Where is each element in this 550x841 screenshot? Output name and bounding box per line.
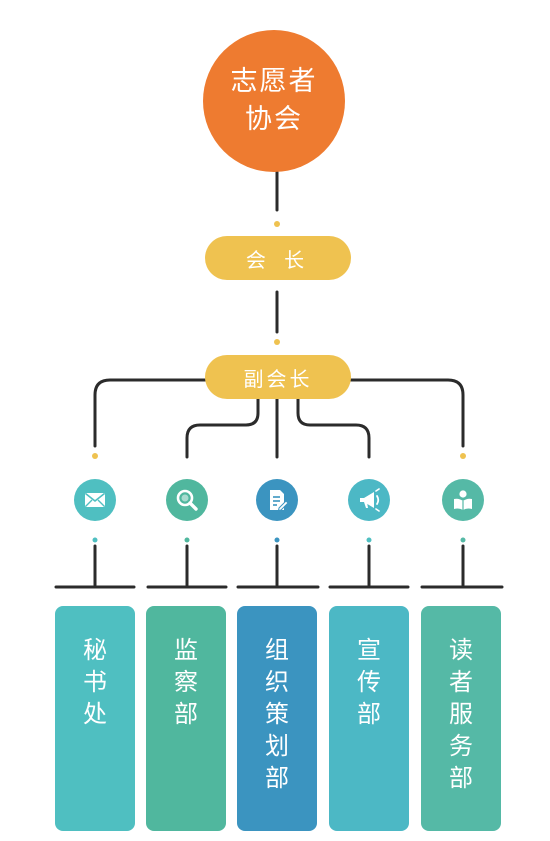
root-label-line1: 志愿者	[230, 66, 318, 97]
connector-vice-dept1	[93, 378, 207, 448]
root-node: 志愿者 协会	[203, 30, 345, 172]
department-label: 监察部	[174, 636, 198, 728]
vice-president-node: 副会长	[205, 355, 351, 399]
envelope-icon	[74, 479, 116, 521]
vice-president-label: 副会长	[243, 366, 313, 391]
department-supervision: 监察部	[146, 606, 226, 831]
department-label: 读者服务部	[449, 636, 473, 792]
department-secretariat: 秘书处	[55, 606, 135, 831]
department-label: 组织策划部	[265, 636, 289, 792]
root-label-line2: 协会	[245, 104, 303, 135]
connector-vice-dept5	[349, 378, 465, 448]
icon-dots	[92, 537, 466, 543]
department-publicity: 宣传部	[329, 606, 409, 831]
connector-vice-dept4	[296, 397, 371, 459]
department-planning: 组织策划部	[237, 606, 317, 831]
department-label: 宣传部	[357, 636, 381, 728]
connector-dots	[92, 221, 466, 459]
reader-icon	[442, 479, 484, 521]
department-reader-service: 读者服务部	[421, 606, 501, 831]
magnifier-icon	[166, 479, 208, 521]
megaphone-icon	[348, 479, 390, 521]
department-label: 秘书处	[83, 636, 107, 728]
president-label: 会 长	[245, 247, 311, 272]
connector-vice-dept2	[185, 397, 260, 459]
document-edit-icon	[256, 479, 298, 521]
president-node: 会 长	[205, 236, 351, 280]
